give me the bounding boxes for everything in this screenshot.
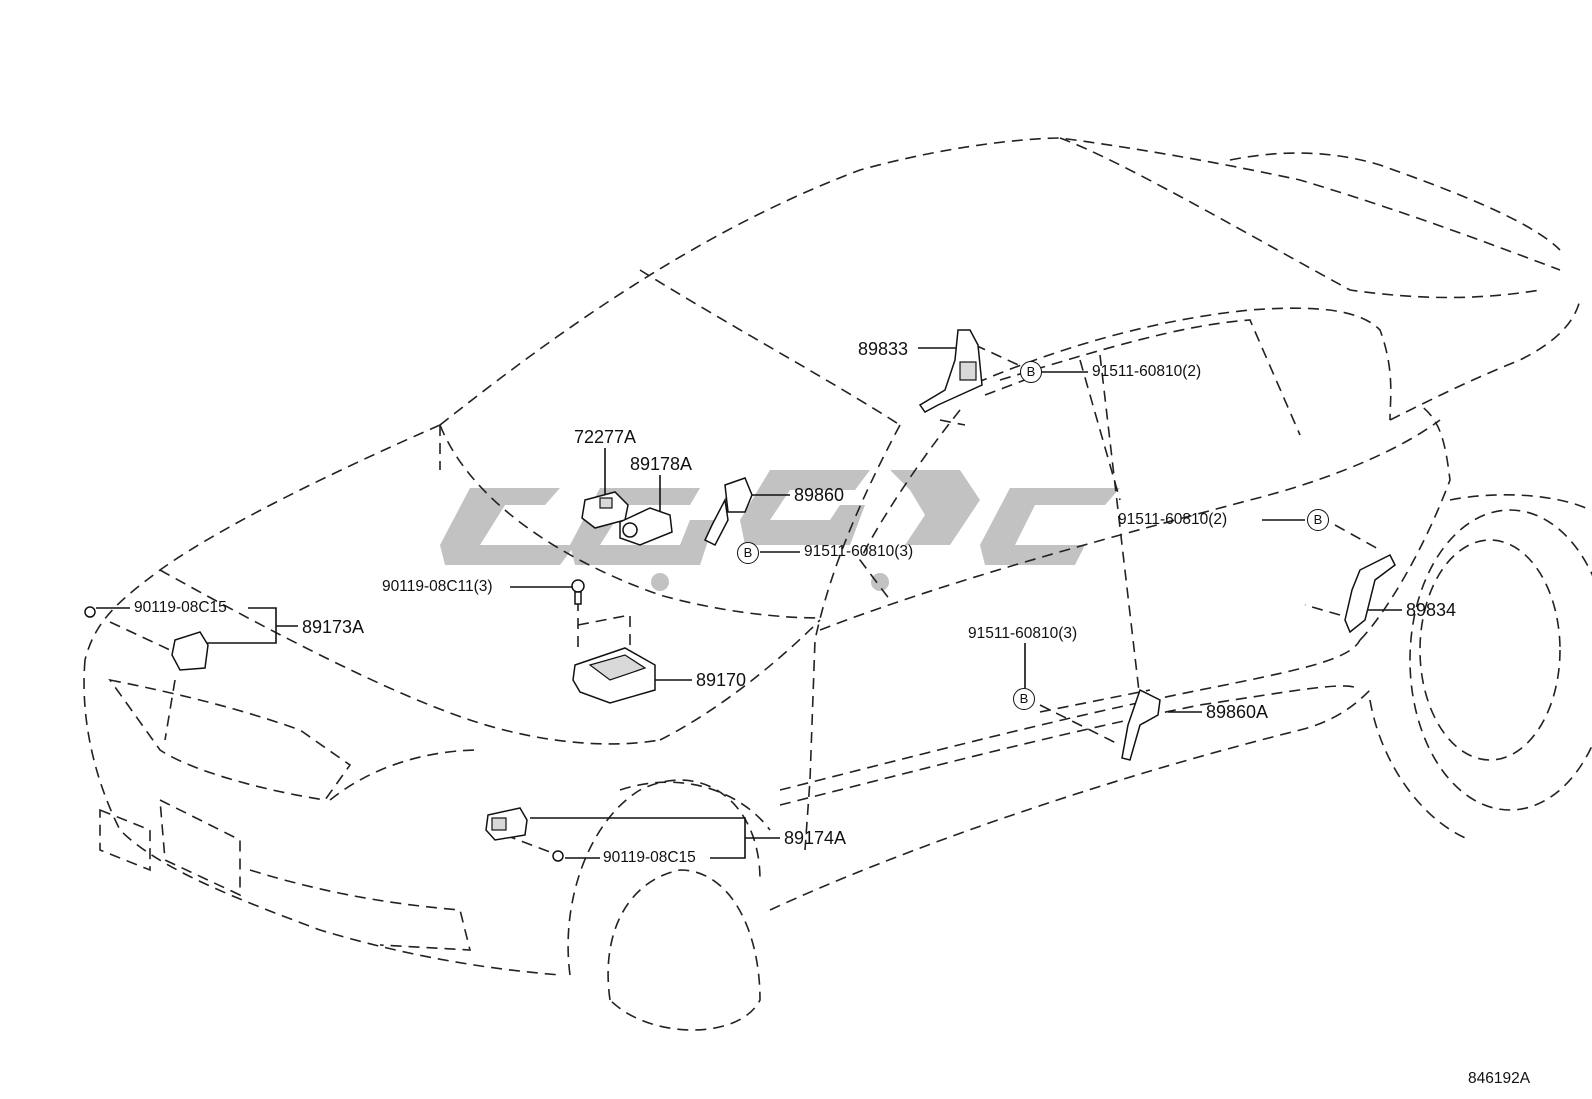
leader-lines — [96, 344, 1402, 859]
part-label-72277a[interactable]: 72277A — [574, 427, 637, 447]
part-label-89860[interactable]: 89860 — [794, 485, 845, 505]
fastener-label-90119-c15-lower[interactable]: 90119-08C15 — [603, 849, 696, 866]
fastener-label-90119-c15-front[interactable]: 90119-08C15 — [134, 599, 227, 616]
callout-b-top: B — [1020, 361, 1042, 383]
callout-b-right: B — [1307, 509, 1329, 531]
fastener-label-91511-mid[interactable]: 91511-60810(3) — [804, 543, 914, 560]
part-label-89860a[interactable]: 89860A — [1206, 702, 1269, 722]
part-label-89834[interactable]: 89834 — [1406, 600, 1457, 620]
part-label-89174a[interactable]: 89174A — [784, 828, 847, 848]
part-label-89170[interactable]: 89170 — [696, 670, 747, 690]
part-label-89178a[interactable]: 89178A — [630, 454, 693, 474]
fastener-label-90119-c11[interactable]: 90119-08C11(3) — [382, 578, 493, 595]
callout-b-low: B — [1013, 688, 1035, 710]
part-label-89173a[interactable]: 89173A — [302, 617, 365, 637]
figure-code: 846192A — [1468, 1070, 1531, 1087]
fastener-label-91511-top[interactable]: 91511-60810(2) — [1092, 363, 1202, 380]
callout-b-mid: B — [737, 542, 759, 564]
car-body-outline — [83, 137, 1592, 1031]
fastener-label-91511-low[interactable]: 91511-60810(3) — [968, 625, 1078, 642]
watermark-logo — [440, 470, 1120, 591]
part-drawings — [84, 329, 1396, 862]
fastener-label-91511-right[interactable]: 91511-60810(2) — [1118, 511, 1228, 528]
part-label-89833[interactable]: 89833 — [858, 339, 909, 359]
